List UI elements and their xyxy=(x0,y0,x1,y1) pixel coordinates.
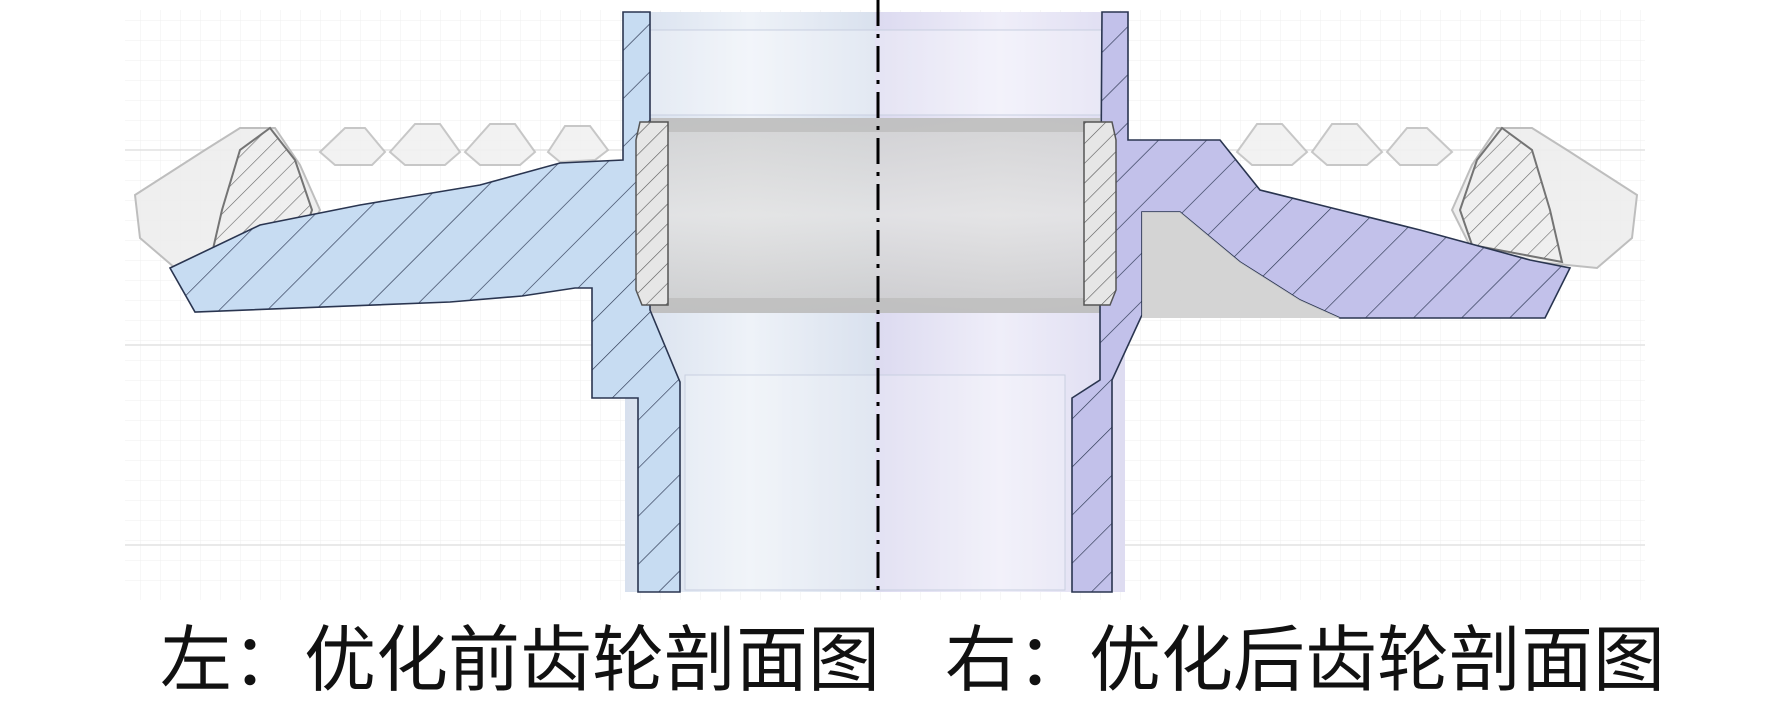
section-before-optimization xyxy=(168,11,681,593)
caption-before-optimization: 左：优化前齿轮剖面图 xyxy=(160,618,881,702)
gear-teeth-right xyxy=(1235,123,1639,270)
bearing-band xyxy=(650,118,1100,313)
caption-after-optimization: 右：优化后齿轮剖面图 xyxy=(945,618,1666,702)
hub-bore xyxy=(625,12,1125,592)
section-after-optimization xyxy=(1071,11,1572,593)
